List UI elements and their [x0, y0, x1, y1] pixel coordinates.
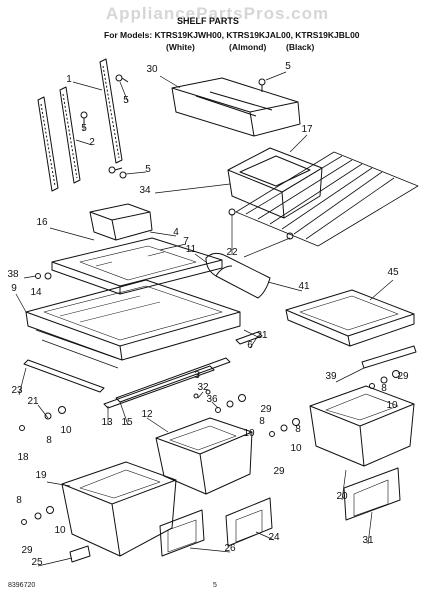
shelf-rail-right	[99, 58, 123, 164]
shelf-rail-left	[37, 96, 59, 192]
callout-10: 10	[54, 525, 66, 536]
screw	[119, 171, 127, 179]
callout-10: 10	[290, 443, 302, 454]
callout-16: 16	[36, 217, 48, 228]
fastener-set	[193, 389, 211, 399]
fastener-set	[269, 418, 300, 437]
callout-22: 22	[226, 247, 238, 258]
callout-6: 6	[247, 340, 253, 351]
callout-2: 2	[89, 137, 95, 148]
deflector	[205, 252, 271, 299]
callout-8: 8	[295, 424, 301, 435]
diagram-title: SHELF PARTS	[177, 16, 239, 26]
glass-shelf-right	[285, 289, 417, 369]
callout-21: 21	[27, 396, 39, 407]
variant-almond: (Almond)	[229, 42, 267, 52]
fastener-set	[19, 406, 66, 431]
callout-39: 39	[325, 371, 337, 382]
drawer-front-left	[159, 509, 205, 557]
wire-shelf	[235, 151, 419, 247]
callout-18: 18	[17, 452, 29, 463]
callout-10: 10	[60, 425, 72, 436]
callout-11: 11	[186, 244, 197, 255]
callout-15: 15	[121, 417, 133, 428]
callout-17: 17	[301, 124, 313, 135]
callout-8: 8	[381, 383, 387, 394]
callout-14: 14	[30, 287, 42, 298]
callout-8: 8	[46, 435, 52, 446]
variant-black: (Black)	[286, 42, 315, 52]
fastener-set	[369, 370, 400, 389]
callout-34: 34	[139, 185, 151, 196]
drawer-front-center	[225, 497, 273, 547]
callout-21: 21	[256, 330, 268, 341]
callout-5: 5	[285, 61, 291, 72]
shelf-rail-middle	[59, 86, 81, 184]
callout-8: 8	[16, 495, 22, 506]
callout-5: 5	[81, 123, 87, 134]
callout-5: 5	[145, 164, 151, 175]
callout-29: 29	[273, 466, 285, 477]
models-line: For Models: KTRS19KJWH00, KTRS19KJAL00, …	[104, 30, 360, 40]
callout-4: 4	[173, 227, 179, 238]
screw	[108, 166, 123, 174]
callout-41: 41	[298, 281, 310, 292]
callout-10: 10	[243, 428, 255, 439]
crisper-drawer-right	[309, 385, 415, 467]
shelf-trim-lower	[103, 365, 215, 409]
callout-32: 32	[197, 382, 209, 393]
callout-20: 20	[336, 491, 348, 502]
crisper-cover-upper	[171, 77, 301, 137]
callout-25: 25	[31, 557, 43, 568]
slide-bracket	[235, 331, 263, 345]
callout-10: 10	[386, 400, 398, 411]
callout-24: 24	[268, 532, 280, 543]
callout-13: 13	[101, 417, 113, 428]
crisper-drawer-left	[61, 461, 177, 557]
page-number: 5	[213, 582, 217, 589]
leader-lines	[15, 71, 394, 567]
glass-shelf-frame	[25, 279, 241, 369]
fastener-set	[35, 272, 52, 280]
shelf-trim-front	[23, 359, 105, 393]
screw	[115, 74, 129, 83]
crisper-drawer-center	[155, 417, 253, 495]
pan	[227, 147, 323, 219]
drawer-front-right	[343, 467, 401, 521]
callout-12: 12	[141, 409, 153, 420]
bin-small	[89, 203, 153, 241]
callout-7: 7	[183, 236, 189, 247]
fastener-set	[215, 394, 246, 413]
callout-45: 45	[387, 267, 399, 278]
callout-9: 9	[11, 283, 17, 294]
callout-29: 29	[21, 545, 33, 556]
fastener-set	[21, 506, 54, 525]
shelf-trim-rail	[115, 357, 231, 403]
drawer-clip	[69, 545, 91, 563]
watermark: AppliancePartsPros.com	[105, 4, 330, 23]
callout-26: 26	[224, 543, 236, 554]
callout-19: 19	[35, 470, 47, 481]
doc-number: 8396720	[8, 582, 36, 589]
glass-shelf-upper	[51, 237, 223, 295]
callout-5: 5	[123, 95, 129, 106]
callout-8: 8	[259, 416, 265, 427]
callout-29: 29	[397, 371, 409, 382]
callout-36: 36	[206, 394, 218, 405]
callout-38: 38	[7, 269, 19, 280]
variant-white: (White)	[166, 42, 195, 52]
callout-3: 3	[194, 370, 200, 381]
callout-30: 30	[146, 64, 158, 75]
callout-1: 1	[66, 74, 72, 85]
callout-31: 31	[362, 535, 374, 546]
callout-29: 29	[260, 404, 272, 415]
callout-23: 23	[11, 385, 23, 396]
